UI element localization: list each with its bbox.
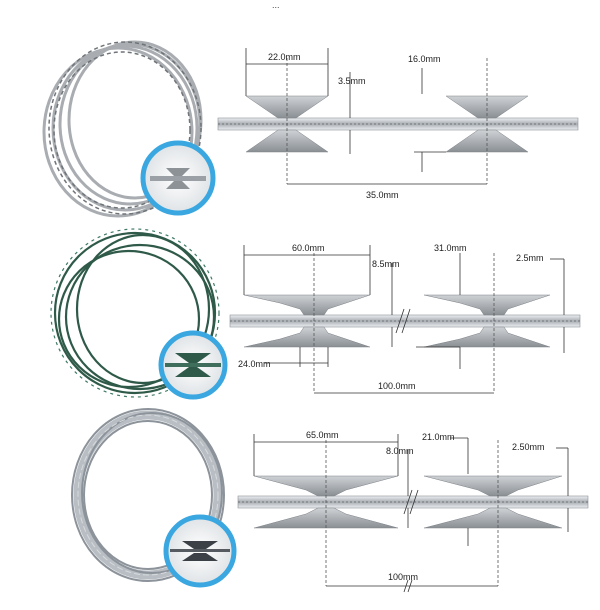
dimension-diagram-3: 65.0mm 8.0mm 21.0mm 2.50mm 100mm: [237, 430, 589, 593]
dim-thickness-3: 2.50mm: [512, 442, 545, 452]
dim-core-height-2: 8.5mm: [372, 259, 400, 269]
dim-spacing-3: 100mm: [388, 572, 418, 582]
dim-spacing-1: 35.0mm: [366, 190, 399, 200]
dim-core-height-3: 8.0mm: [386, 446, 414, 456]
product-row-1: 22.0mm 3.5mm 16.0mm 35.0mm: [0, 0, 600, 220]
dimension-diagram-2: 60.0mm 8.5mm 31.0mm 2.5mm 24.0mm 100.0mm: [229, 243, 581, 394]
dim-blade-width-1: 22.0mm: [268, 52, 301, 62]
dim-blade-width-3: 65.0mm: [306, 430, 339, 440]
product-row-3: 65.0mm 8.0mm 21.0mm 2.50mm 100mm: [0, 405, 600, 600]
dim-blade-width-2: 60.0mm: [292, 243, 325, 253]
coil-photo-3: [71, 408, 237, 588]
dim-gap-2: 24.0mm: [238, 359, 271, 369]
coil-photo-1: [42, 40, 216, 218]
dim-barb-height-1: 16.0mm: [408, 54, 441, 64]
dim-barb-height-2: 31.0mm: [434, 243, 467, 253]
dimension-diagram-1: 22.0mm 3.5mm 16.0mm 35.0mm: [217, 48, 579, 200]
header-fragment: ...: [272, 0, 280, 10]
dim-thickness-2: 2.5mm: [516, 253, 544, 263]
dim-spacing-2: 100.0mm: [378, 381, 416, 391]
dim-barb-height-3: 21.0mm: [422, 432, 455, 442]
product-row-2: 60.0mm 8.5mm 31.0mm 2.5mm 24.0mm 100.0mm: [0, 215, 600, 405]
coil-photo-2: [50, 228, 228, 400]
dim-core-height-1: 3.5mm: [338, 76, 366, 86]
